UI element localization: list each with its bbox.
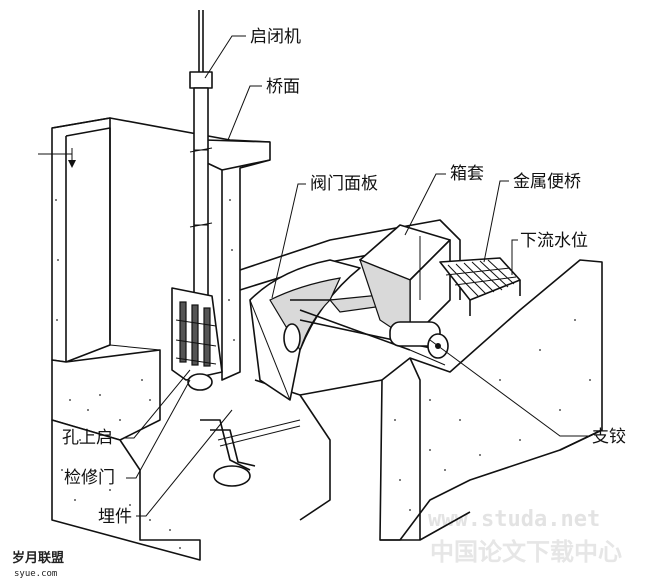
label-hoist: 启闭机 bbox=[250, 27, 301, 47]
label-trunnion: 支铰 bbox=[592, 427, 626, 447]
inflow-arrow-icon bbox=[38, 148, 76, 168]
gate-panel-shape bbox=[249, 259, 361, 401]
bridge-deck-structure bbox=[204, 139, 271, 381]
label-maintenance-gate: 检修门 bbox=[64, 468, 115, 488]
watermark-url: www.studa.net bbox=[428, 507, 600, 532]
left-wall bbox=[51, 117, 271, 561]
hoist-stem bbox=[189, 10, 213, 299]
logo-title: 岁月联盟 bbox=[12, 550, 64, 566]
label-box-sleeve: 箱套 bbox=[450, 164, 484, 184]
trunnion-shape bbox=[389, 321, 449, 366]
label-metal-footbridge: 金属便桥 bbox=[513, 172, 581, 192]
logo-url: syue.com bbox=[14, 569, 57, 579]
label-gate-panel: 阀门面板 bbox=[310, 174, 378, 194]
metal-footbridge-shape bbox=[439, 257, 521, 316]
embedded-pipe bbox=[200, 419, 301, 487]
label-bridge-deck: 桥面 bbox=[266, 77, 300, 97]
site-logo: 岁月联盟 syue.com bbox=[12, 550, 64, 579]
leader-lines bbox=[124, 35, 588, 517]
hoist-head bbox=[189, 71, 213, 89]
right-pier bbox=[379, 259, 603, 541]
label-downstream-level: 下流水位 bbox=[520, 231, 588, 251]
maintenance-gate-assembly bbox=[171, 287, 223, 391]
watermark-site-name: 中国论文下载中心 bbox=[430, 538, 622, 566]
label-embedded-parts: 埋件 bbox=[98, 507, 132, 527]
label-hole-top-lift: 孔上启 bbox=[62, 428, 113, 448]
box-sleeve-shape bbox=[359, 224, 451, 342]
